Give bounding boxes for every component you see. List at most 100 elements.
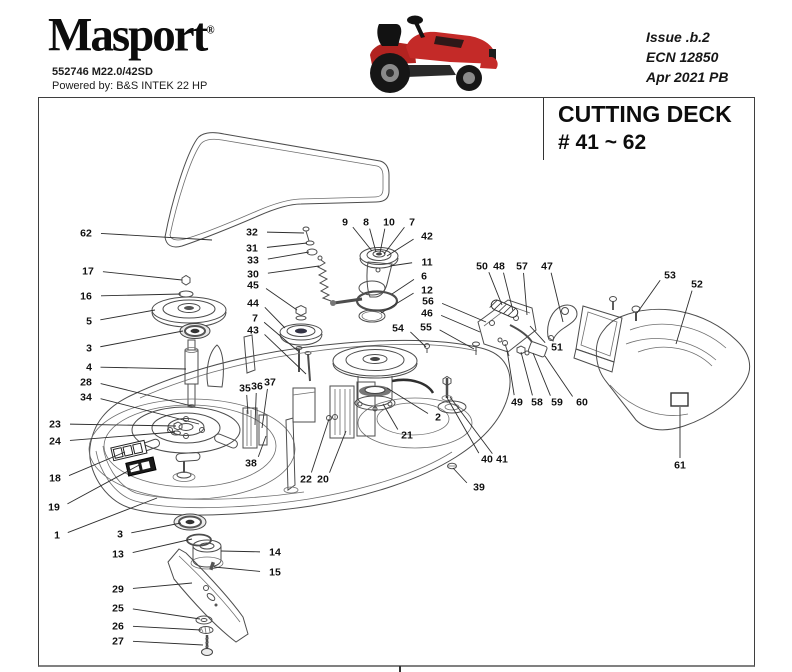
leader-line-9	[352, 226, 373, 252]
callout-42: 42	[421, 231, 433, 243]
callout-17: 17	[82, 266, 94, 278]
callout-12: 12	[421, 285, 433, 297]
callout-61: 61	[674, 460, 686, 472]
leader-line-2	[386, 387, 429, 414]
callout-9: 9	[342, 217, 348, 229]
callout-6: 6	[421, 271, 427, 283]
leader-line-12	[380, 292, 414, 314]
date-line: Apr 2021 PB	[646, 69, 729, 85]
callout-24: 24	[49, 436, 61, 448]
leader-line-11	[389, 262, 413, 267]
leader-line-33	[267, 251, 310, 260]
callout-56: 56	[422, 296, 434, 308]
callout-28: 28	[80, 377, 92, 389]
callout-21: 21	[401, 430, 413, 442]
leader-line-57	[523, 272, 528, 316]
leader-line-29	[132, 582, 193, 589]
callout-37: 37	[264, 377, 276, 389]
leader-line-59	[532, 352, 551, 396]
leader-line-28	[100, 383, 193, 407]
leader-line-21	[382, 403, 399, 430]
callout-52: 52	[691, 279, 703, 291]
callout-48: 48	[493, 261, 505, 273]
leader-line-40	[445, 395, 480, 454]
diagram-frame	[38, 97, 755, 667]
callout-20: 20	[317, 474, 329, 486]
callout-2: 2	[435, 412, 441, 424]
leader-line-8	[369, 228, 377, 253]
callout-45: 45	[247, 280, 259, 292]
leader-line-3	[131, 522, 182, 534]
leader-line-38	[257, 435, 267, 458]
issue-line: Issue .b.2	[646, 29, 710, 45]
callout-26: 26	[112, 621, 124, 633]
callout-19: 19	[48, 502, 60, 514]
callout-44: 44	[247, 298, 259, 310]
callout-43: 43	[247, 325, 259, 337]
leader-line-39	[452, 467, 468, 484]
model-number: 552746 M22.0/42SD	[52, 66, 153, 78]
callout-47: 47	[541, 261, 553, 273]
leader-line-5	[100, 309, 156, 321]
leader-line-47	[550, 272, 564, 323]
leader-line-1	[67, 497, 158, 533]
callout-57: 57	[516, 261, 528, 273]
callout-34: 34	[80, 392, 92, 404]
leader-line-52	[675, 290, 693, 345]
leader-line-42	[386, 238, 414, 257]
leader-line-53	[636, 280, 661, 314]
leader-line-34	[100, 398, 200, 425]
leader-line-60	[544, 355, 573, 397]
leader-line-45	[265, 288, 298, 311]
callout-25: 25	[112, 603, 124, 615]
leader-line-55	[439, 329, 475, 350]
part-range: # 41 ~ 62	[558, 131, 647, 154]
leader-line-32	[266, 231, 305, 234]
leader-line-54	[410, 331, 427, 348]
callout-49: 49	[511, 397, 523, 409]
leader-line-6	[391, 279, 415, 295]
leader-line-18	[68, 451, 126, 476]
callout-30: 30	[247, 269, 259, 281]
callout-36: 36	[251, 381, 263, 393]
callout-18: 18	[49, 473, 61, 485]
leader-line-46	[440, 314, 481, 333]
callout-59: 59	[551, 397, 563, 409]
leader-line-58	[520, 351, 533, 396]
leader-line-3	[100, 330, 184, 348]
callout-27: 27	[112, 636, 124, 648]
masport-logo: Masport®	[48, 7, 215, 62]
leader-line-4	[100, 366, 187, 370]
callout-40: 40	[481, 454, 493, 466]
leader-line-30	[267, 265, 320, 274]
callout-13: 13	[112, 549, 124, 561]
callout-55: 55	[420, 322, 432, 334]
callout-31: 31	[246, 243, 258, 255]
leader-line-7	[383, 226, 405, 255]
leader-line-10	[379, 228, 386, 254]
leader-line-27	[132, 640, 204, 646]
callout-33: 33	[247, 255, 259, 267]
callout-54: 54	[392, 323, 404, 335]
leader-line-51	[529, 325, 546, 344]
leader-line-43	[264, 334, 307, 375]
callout-32: 32	[246, 227, 258, 239]
leader-line-15	[213, 566, 261, 572]
callout-11: 11	[421, 257, 432, 269]
leader-line-36	[254, 392, 257, 426]
callout-23: 23	[49, 419, 61, 431]
registered-mark: ®	[206, 24, 215, 37]
leader-line-13	[132, 538, 193, 554]
leader-line-35	[246, 394, 249, 415]
leader-line-16	[100, 293, 182, 297]
callout-3: 3	[86, 343, 92, 355]
leader-line-24	[69, 431, 176, 441]
callout-16: 16	[80, 291, 92, 303]
powered-by: Powered by: B&S INTEK 22 HP	[52, 80, 208, 92]
leader-line-50	[488, 272, 503, 306]
callout-46: 46	[421, 308, 433, 320]
leader-line-56	[441, 302, 487, 323]
cutting-deck-title: CUTTING DECK	[558, 101, 732, 127]
